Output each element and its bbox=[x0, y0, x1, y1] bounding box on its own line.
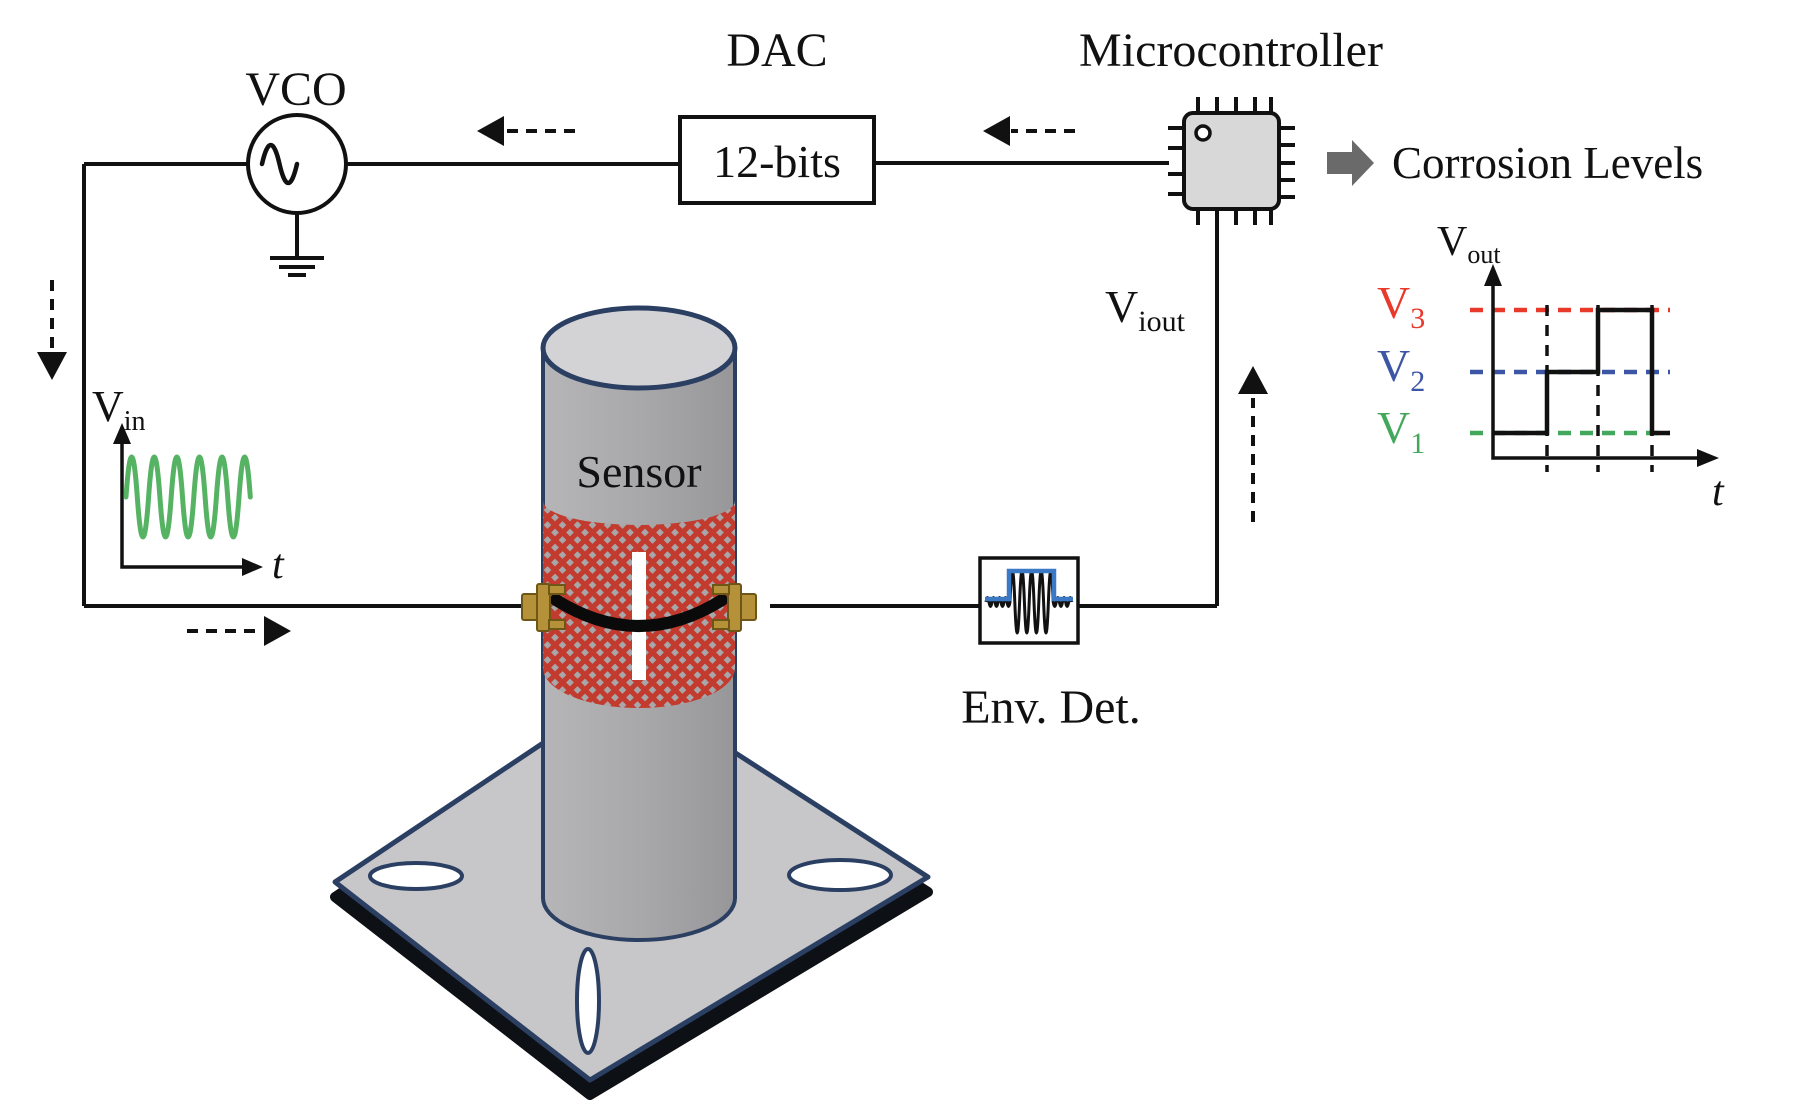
vout-chart: Vout V3 V2 V1 t bbox=[1377, 219, 1725, 515]
flow-arrow-up-icon bbox=[1238, 366, 1268, 522]
signal-flow-arrows bbox=[37, 116, 1268, 646]
bolt-hole-front bbox=[575, 947, 601, 1055]
cylinder-top bbox=[540, 305, 738, 391]
vco-label: VCO bbox=[245, 63, 346, 116]
t-axis-label: t bbox=[272, 542, 285, 588]
vin-plot: Vin t bbox=[92, 382, 285, 588]
vout-axis-label: Vout bbox=[1437, 219, 1501, 269]
env-det-label: Env. Det. bbox=[961, 681, 1141, 734]
sensor-bollard: Sensor bbox=[521, 305, 757, 942]
vin-sine-trace bbox=[123, 454, 253, 540]
envelope-trace-icon bbox=[985, 568, 1073, 602]
dac-label: DAC bbox=[726, 24, 827, 77]
x-axis-arrow-icon bbox=[242, 558, 263, 576]
ground-icon bbox=[270, 213, 324, 277]
sensor-gap-slot bbox=[632, 552, 646, 680]
chip-pin1-marker bbox=[1194, 124, 1212, 142]
dac-box bbox=[678, 115, 876, 205]
bolt-hole-left bbox=[368, 861, 464, 891]
y-axis-arrow-icon bbox=[1484, 264, 1502, 286]
sine-glyph-icon bbox=[259, 142, 300, 186]
level-v3-label: V3 bbox=[1377, 277, 1425, 335]
flow-arrow-left-icon bbox=[983, 116, 1075, 146]
x-axis-arrow-icon bbox=[1697, 449, 1719, 467]
flow-arrow-left-icon bbox=[477, 116, 575, 146]
flow-arrow-down-icon bbox=[37, 280, 67, 380]
chip-pins bbox=[1168, 97, 1295, 225]
level-v2-label: V2 bbox=[1377, 340, 1425, 398]
sensor-strap bbox=[550, 594, 728, 632]
viout-signal-label: Viout bbox=[1105, 281, 1186, 338]
vout-staircase-trace bbox=[1493, 307, 1670, 436]
level-v1-label: V1 bbox=[1377, 402, 1425, 460]
strap-clamp-left bbox=[521, 583, 566, 632]
vin-axes bbox=[120, 432, 250, 569]
vout-axes bbox=[1491, 272, 1706, 460]
burst-waveform-icon bbox=[984, 569, 1074, 635]
microcontroller-block: Microcontroller bbox=[1079, 24, 1383, 225]
vin-axis-label: Vin bbox=[92, 382, 146, 437]
microcontroller-label: Microcontroller bbox=[1079, 24, 1383, 77]
corrosion-output: Corrosion Levels bbox=[1327, 138, 1703, 188]
vco-symbol: VCO bbox=[245, 63, 348, 277]
circuit-wires bbox=[82, 161, 1219, 608]
corrosion-levels-label: Corrosion Levels bbox=[1392, 138, 1703, 188]
envelope-detector: Env. Det. bbox=[961, 556, 1141, 734]
dac-bits-value: 12-bits bbox=[713, 136, 841, 187]
dac-block: DAC 12-bits bbox=[678, 24, 876, 205]
block-arrow-right-icon bbox=[1327, 140, 1374, 186]
strap-clamp-right bbox=[712, 583, 757, 632]
bolt-hole-right bbox=[787, 858, 893, 892]
flow-arrow-right-icon bbox=[187, 616, 291, 646]
sensor-label: Sensor bbox=[576, 446, 701, 497]
y-axis-arrow-icon bbox=[113, 423, 131, 444]
t-axis-label: t bbox=[1712, 469, 1725, 515]
